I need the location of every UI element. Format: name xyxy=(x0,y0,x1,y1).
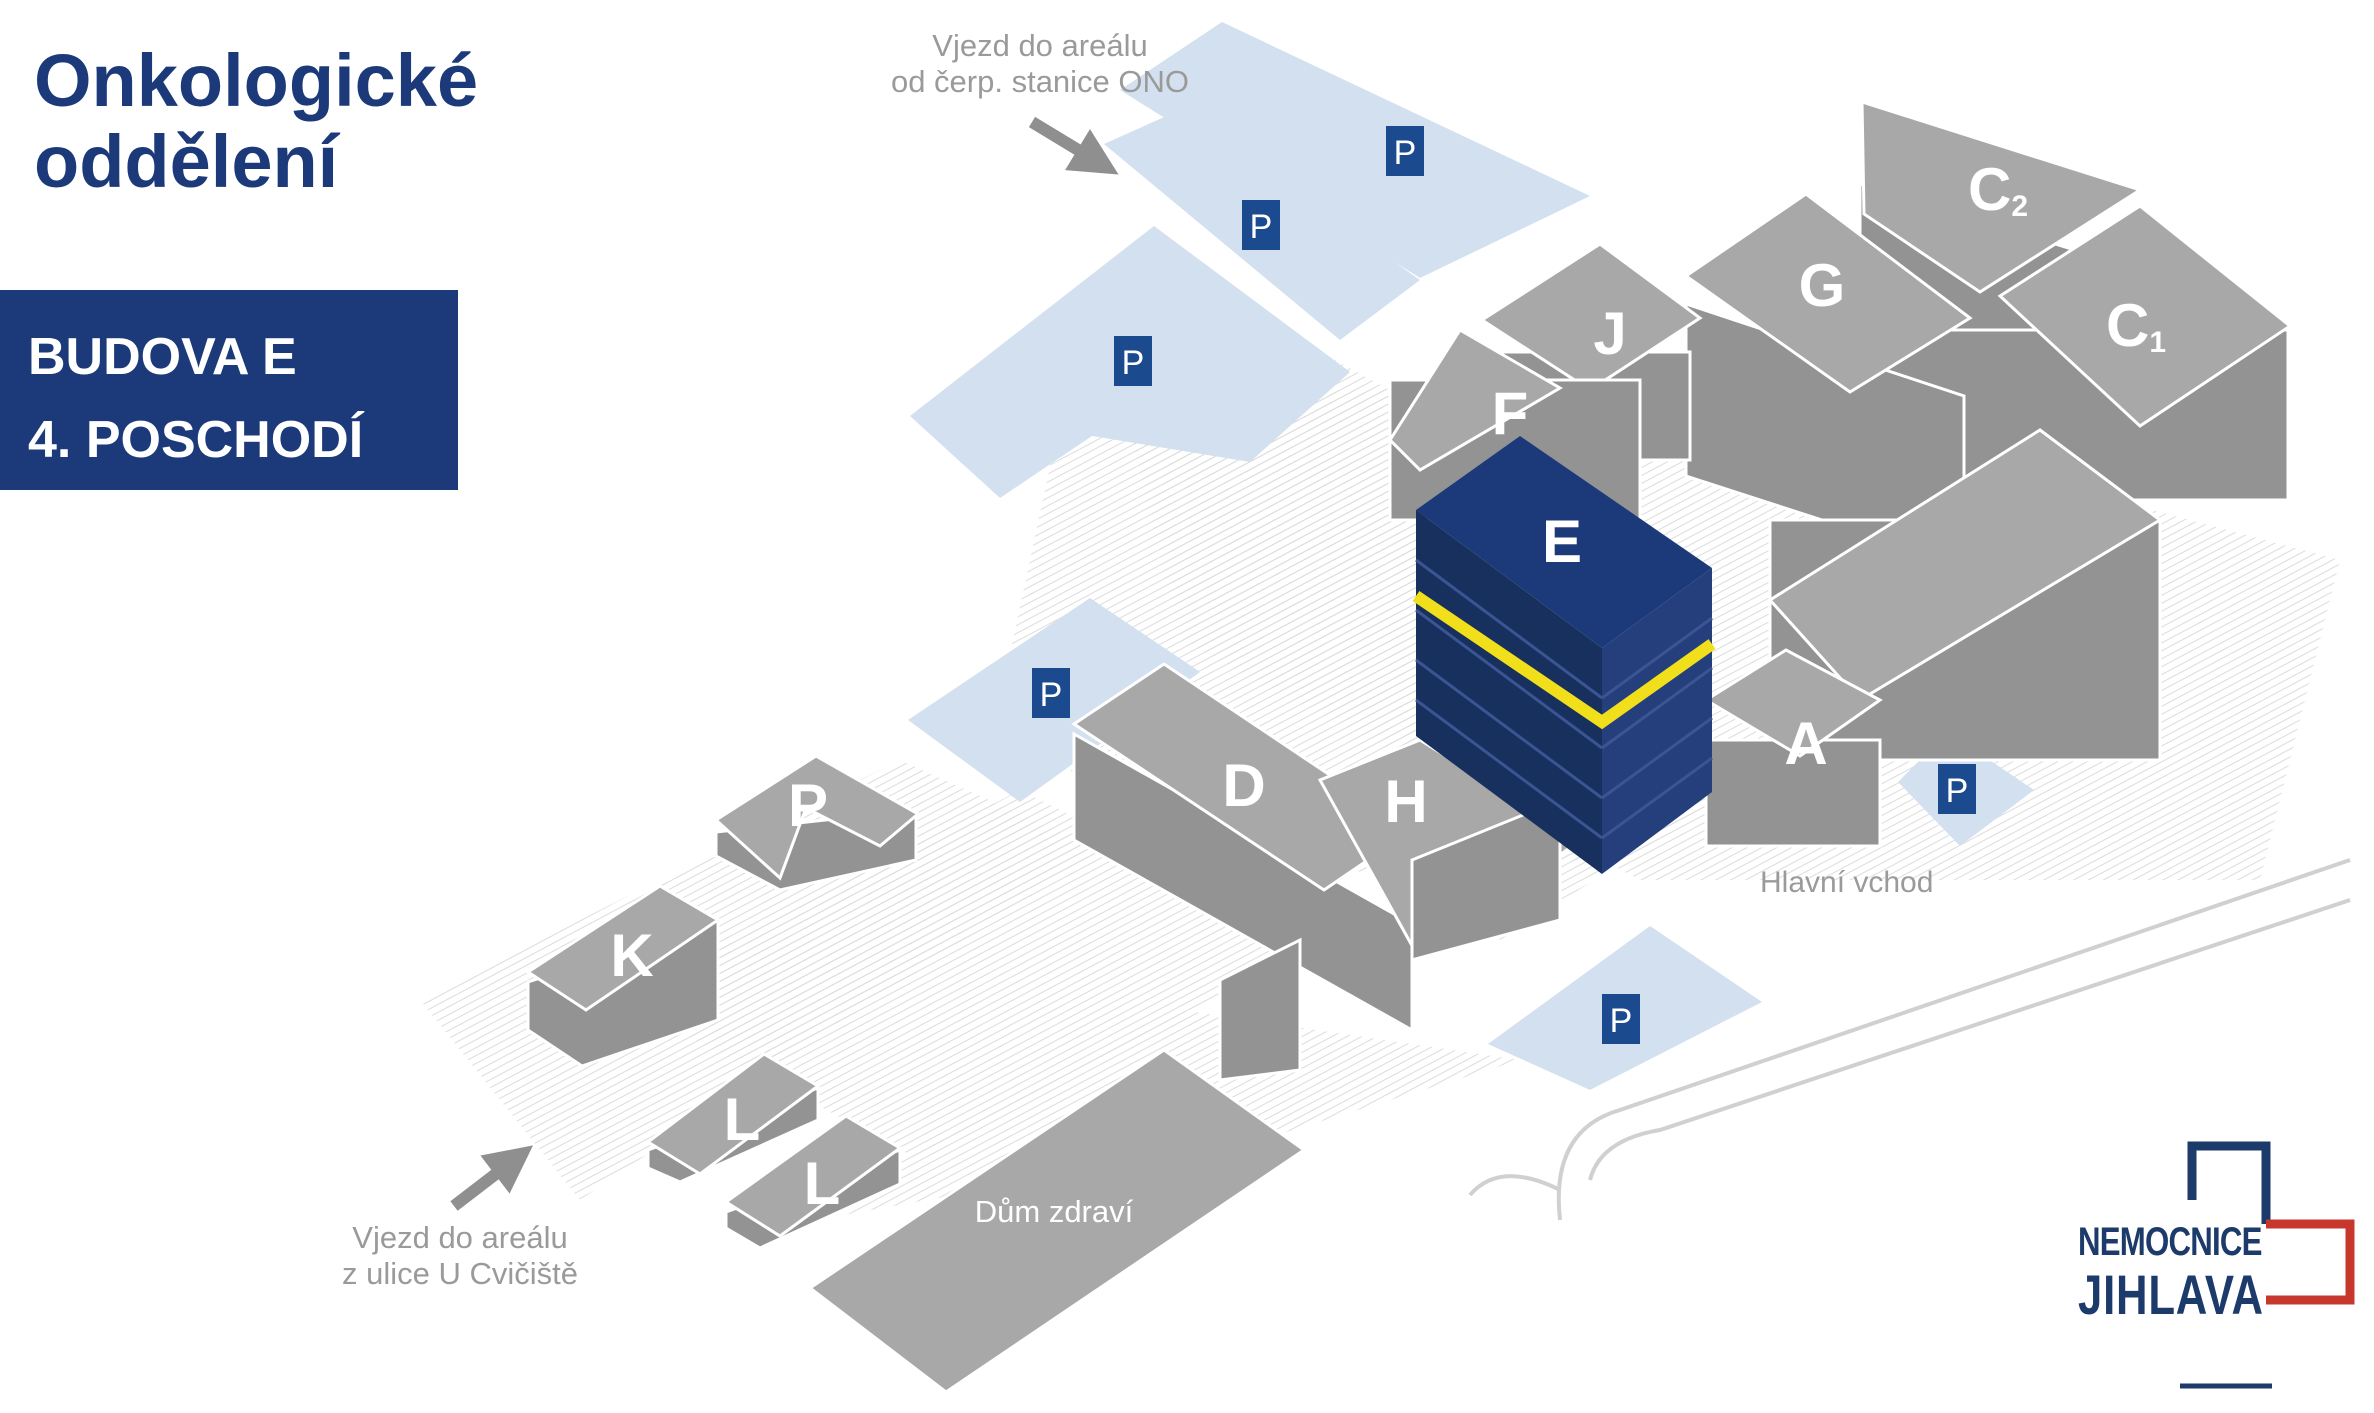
building-C1 xyxy=(1878,204,2293,502)
label-dum-zdravi: Dům zdraví xyxy=(975,1194,1134,1229)
parking-icons: P P P P P P xyxy=(1032,126,1976,1044)
entrance-note-north: Vjezd do areálu od čerp. stanice ONO xyxy=(860,28,1220,99)
building-L xyxy=(645,1052,821,1184)
building-D xyxy=(1071,662,1415,1082)
svg-text:P: P xyxy=(1394,134,1417,172)
svg-text:P: P xyxy=(1946,772,1969,810)
label-H: H xyxy=(1384,768,1427,835)
parking-icon: P xyxy=(1032,668,1070,718)
building-G xyxy=(1683,192,1973,569)
title-line-2: oddělení xyxy=(34,120,339,204)
parking-lot xyxy=(1120,22,1590,278)
page-title: Onkologické oddělení xyxy=(34,40,478,203)
label-C1: C1 xyxy=(2106,292,2166,359)
entrance-south-line-1: Vjezd do areálu xyxy=(352,1220,568,1255)
label-P: P xyxy=(788,772,828,839)
building-badge: BUDOVA E 4. POSCHODÍ xyxy=(0,290,458,490)
building-dum-zdravi xyxy=(807,1048,1307,1394)
highlighted-floor xyxy=(1412,591,1716,730)
logo-mark-icon xyxy=(2180,1141,2355,1389)
building-labels: C2 C1 G J F E A D H P K L L Dům zdraví xyxy=(610,156,2166,1229)
parking-icon: P xyxy=(1938,764,1976,814)
label-E: E xyxy=(1542,508,1582,575)
label-F: F xyxy=(1492,380,1529,447)
title-line-1: Onkologické xyxy=(34,39,479,122)
logo: NEMOCNICE JIHLAVA xyxy=(2078,1220,2264,1326)
building-E xyxy=(1412,436,1716,874)
svg-text:P: P xyxy=(1122,344,1145,382)
arrow-icon xyxy=(1028,116,1119,175)
svg-text:P: P xyxy=(1040,676,1063,714)
parking-icon: P xyxy=(1602,994,1640,1044)
badge-line-1: BUDOVA E xyxy=(28,328,297,386)
building-A-complex xyxy=(1703,428,2163,848)
buildings xyxy=(525,99,2293,1394)
building-P xyxy=(713,754,921,892)
building-L xyxy=(723,1114,903,1250)
entrance-south-line-2: z ulice U Cvičiště xyxy=(342,1255,578,1291)
label-J: J xyxy=(1593,300,1626,367)
main-entrance-label: Hlavní vchod xyxy=(1760,866,1934,899)
entrance-north-line-2: od čerp. stanice ONO xyxy=(890,63,1190,99)
label-L: L xyxy=(804,1150,841,1217)
entrance-north-line-1: Vjezd do areálu xyxy=(932,28,1148,63)
logo-line-1: NEMOCNICE xyxy=(2078,1220,2262,1264)
entrance-note-south: Vjezd do areálu z ulice U Cvičiště xyxy=(310,1220,610,1291)
svg-text:P: P xyxy=(1250,208,1273,246)
label-G: G xyxy=(1799,252,1846,319)
parking-icon: P xyxy=(1114,336,1152,386)
label-K: K xyxy=(610,922,653,989)
label-L: L xyxy=(724,1086,761,1153)
label-C2: C2 xyxy=(1968,156,2028,223)
svg-text:P: P xyxy=(1610,1002,1633,1040)
label-A: A xyxy=(1784,710,1827,777)
parking-icon: P xyxy=(1242,200,1280,250)
roads xyxy=(1468,858,2351,1221)
logo-line-2: JIHLAVA xyxy=(2078,1263,2264,1326)
building-K xyxy=(525,884,721,1068)
parking-icon: P xyxy=(1386,126,1424,176)
arrow-icon xyxy=(450,1145,534,1211)
label-D: D xyxy=(1222,752,1265,819)
badge-line-2: 4. POSCHODÍ xyxy=(28,411,364,470)
